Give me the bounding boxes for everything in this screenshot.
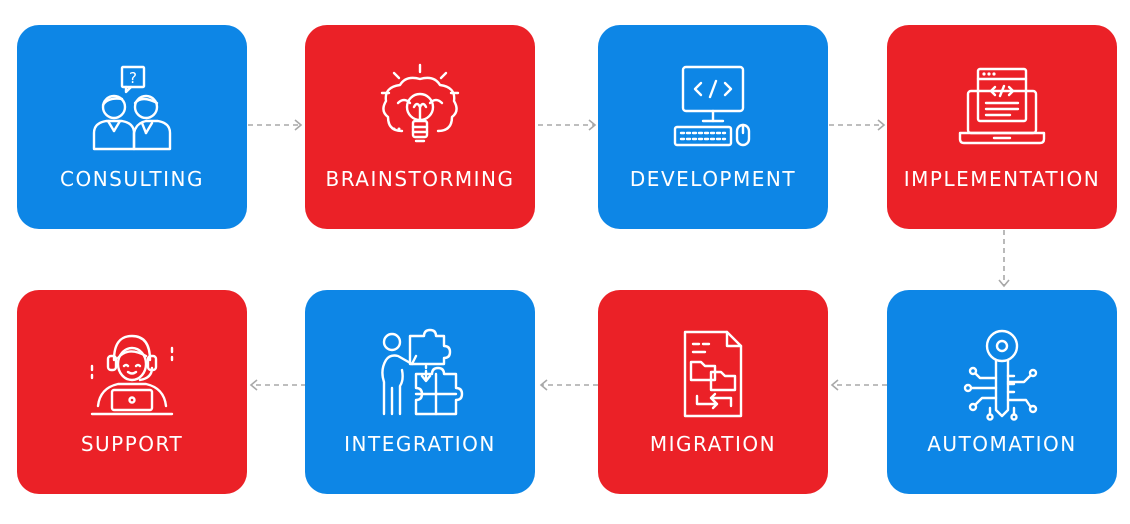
step-label: BRAINSTORMING: [325, 167, 515, 191]
document-folders-transfer-icon: [665, 326, 761, 422]
arrowhead-3-4: [877, 119, 886, 131]
step-card-integration: INTEGRATION: [305, 290, 535, 494]
step-card-consulting: ? CONSULTING: [17, 25, 247, 229]
laptop-code-window-icon: [954, 61, 1050, 157]
step-card-development: DEVELOPMENT: [598, 25, 828, 229]
arrowhead-2-3: [588, 119, 597, 131]
step-card-implementation: IMPLEMENTATION: [887, 25, 1117, 229]
step-label: MIGRATION: [649, 432, 777, 456]
step-label: DEVELOPMENT: [629, 167, 797, 191]
arrowhead-5-6: [830, 379, 839, 391]
step-card-automation: AUTOMATION: [887, 290, 1117, 494]
computer-code-icon: [665, 61, 761, 157]
support-agent-headset-icon: [84, 326, 180, 422]
arrowhead-6-7: [539, 379, 548, 391]
person-puzzle-icon: [372, 326, 468, 422]
step-label: AUTOMATION: [927, 432, 1077, 456]
svg-text:?: ?: [129, 69, 137, 87]
brain-lightbulb-icon: [372, 61, 468, 157]
step-card-migration: MIGRATION: [598, 290, 828, 494]
arrowhead-7-8: [249, 379, 258, 391]
step-label: IMPLEMENTATION: [903, 167, 1101, 191]
step-card-brainstorming: BRAINSTORMING: [305, 25, 535, 229]
step-label: CONSULTING: [60, 167, 204, 191]
key-circuit-icon: [954, 326, 1050, 422]
step-label: SUPPORT: [80, 432, 184, 456]
step-label: INTEGRATION: [344, 432, 496, 456]
step-card-support: SUPPORT: [17, 290, 247, 494]
consulting-people-question-icon: ?: [84, 61, 180, 157]
arrowhead-4-5: [998, 279, 1010, 288]
arrowhead-1-2: [294, 119, 303, 131]
